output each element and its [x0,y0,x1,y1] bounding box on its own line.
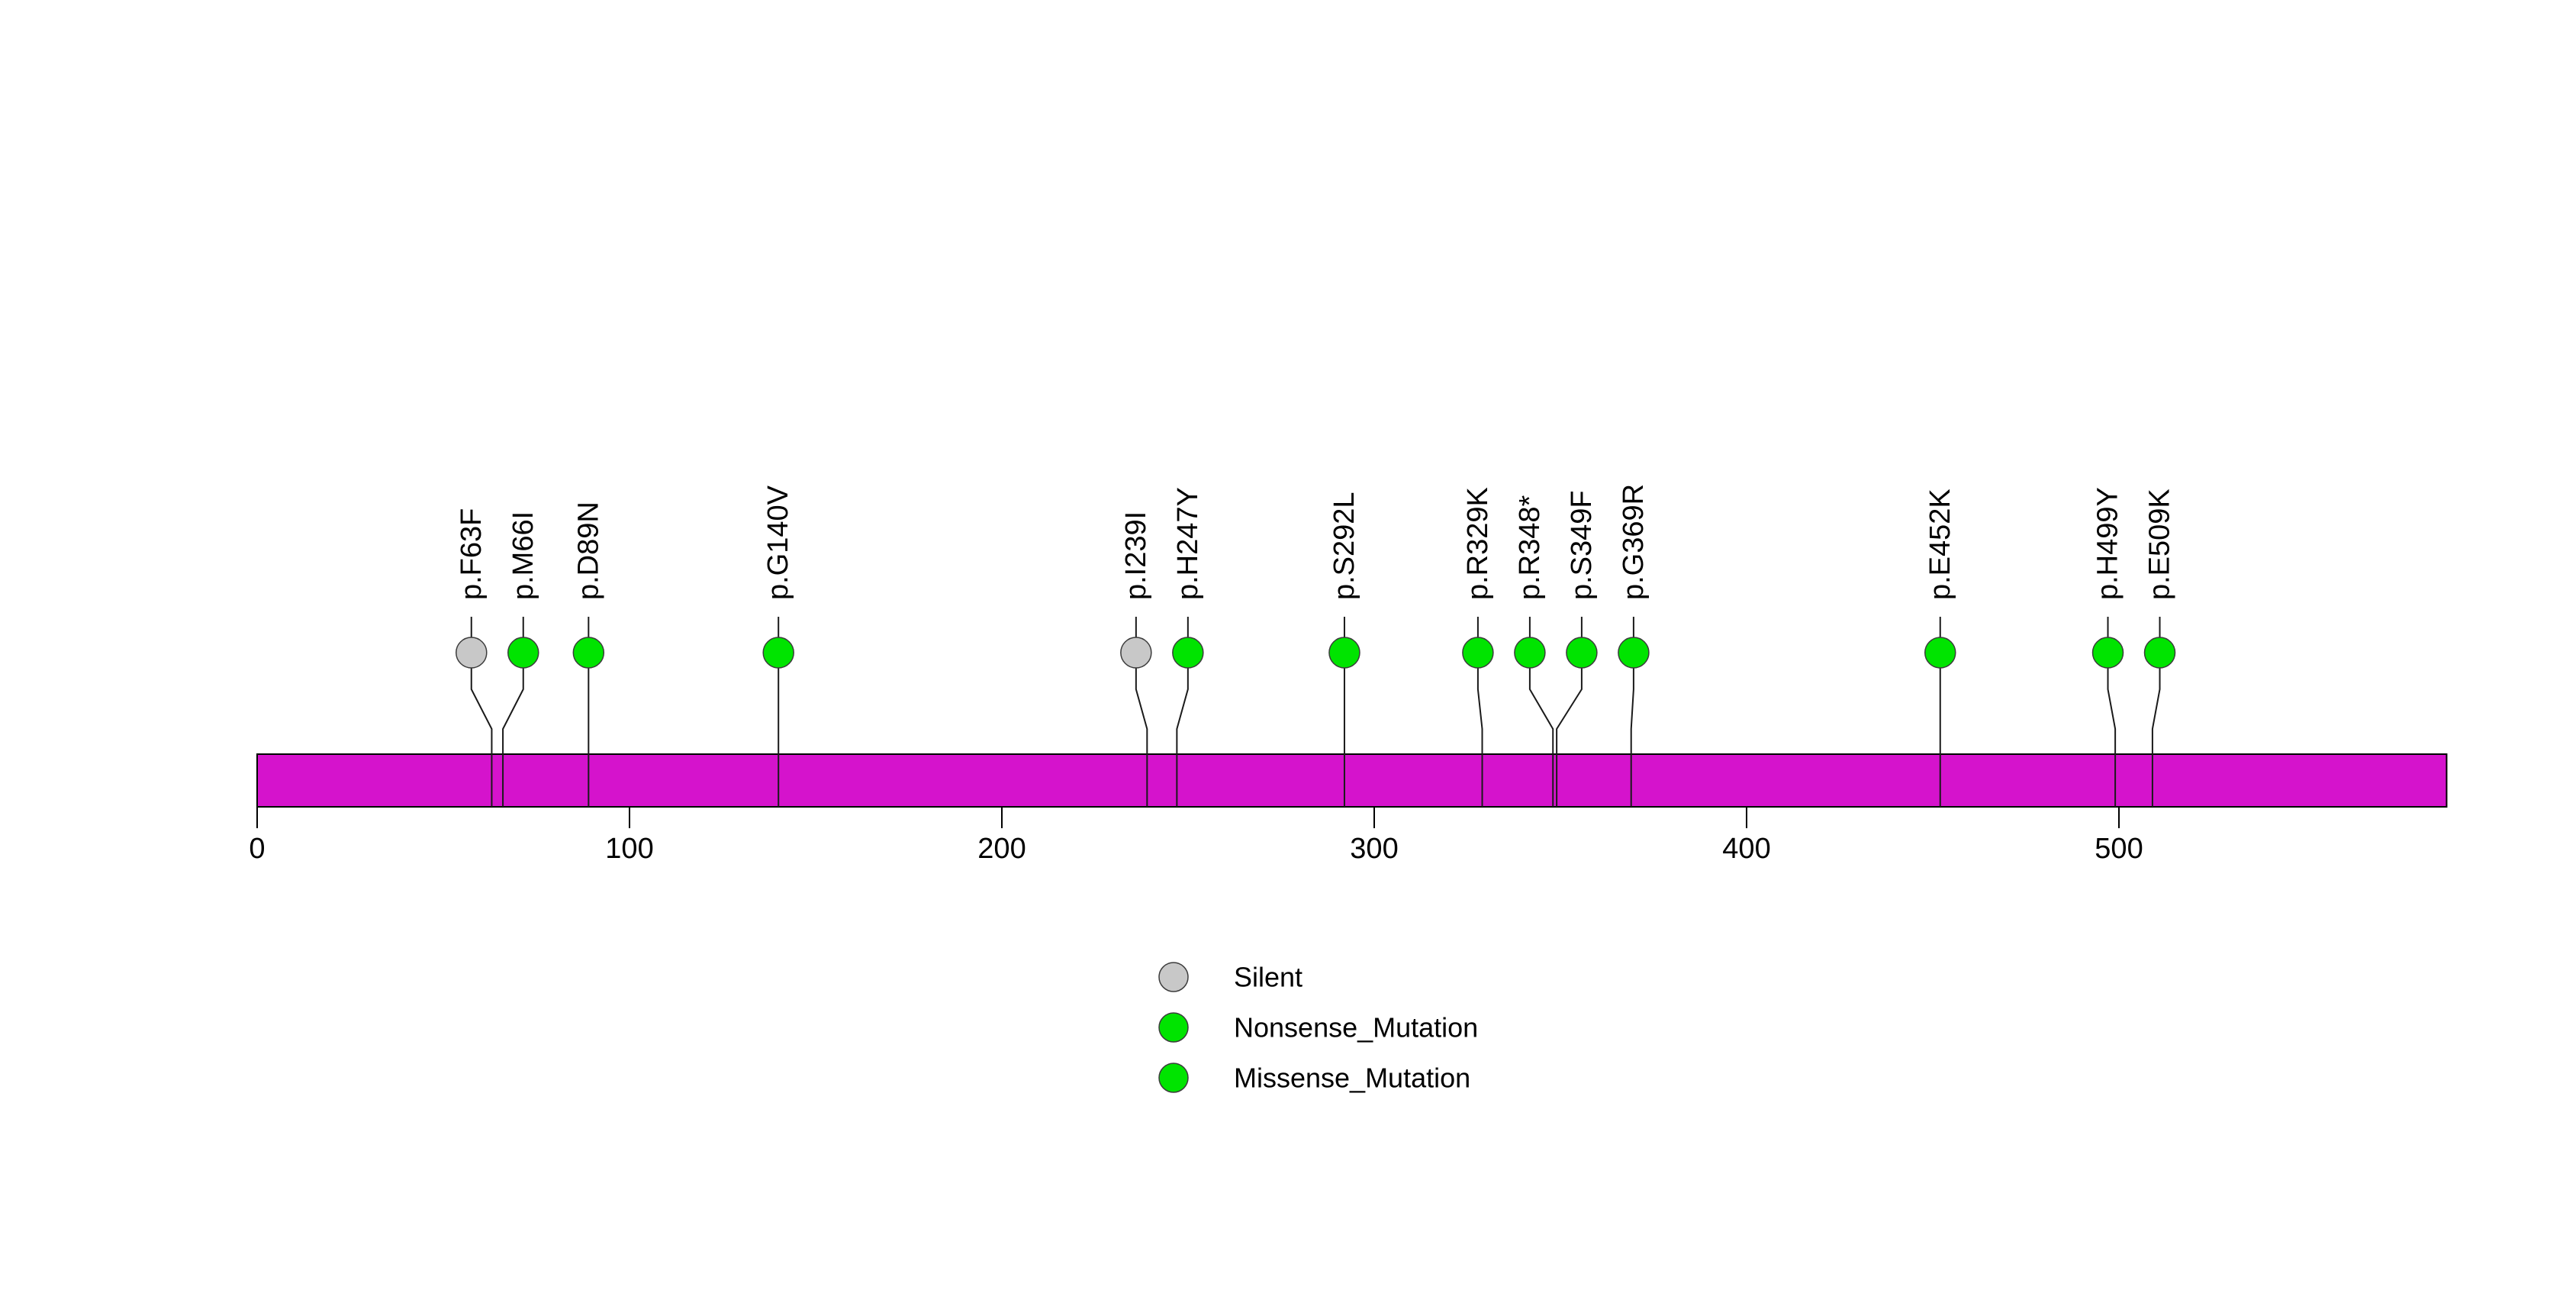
mutation-label: p.G140V [762,485,794,600]
protein-bar [256,753,2448,808]
axis-layer: 0 100 200 300 400 500 [249,807,2143,865]
mutation-circle [1328,637,1360,669]
mutation-circle [762,637,794,669]
mutation-label: p.R348* [1514,495,1546,600]
mutation-label: p.E452K [1924,489,1956,600]
mutation-label: p.R329K [1462,487,1494,600]
legend-label: Missense_Mutation [1234,1063,1470,1094]
mutation-label: p.S292L [1328,492,1360,600]
mutation-label: p.H499Y [2092,487,2124,600]
mutation-circle [1172,637,1204,669]
axis-tick-label: 500 [2095,833,2143,865]
mutation-stem [2151,668,2161,807]
mutation-circle [1462,637,1494,669]
mutation-label: p.I239I [1120,511,1152,600]
mutation-stem [1528,668,1554,807]
axis-tick-label: 200 [977,833,1026,865]
mutation-circle [2143,637,2176,669]
mutation-circle [572,637,605,669]
mutation-circle [1120,637,1152,669]
mutation-stem [502,668,524,807]
mutation-circle [2091,637,2124,669]
mutation-stem [2107,668,2117,807]
mutation-label: p.D89N [572,501,604,600]
mutation-label: p.F63F [456,508,488,600]
legend-swatch-circle [1158,1063,1189,1093]
mutation-stem [470,668,493,807]
mutation-stem [1476,668,1483,807]
axis-tick-label: 400 [1722,833,1770,865]
legend-label: Silent [1234,962,1302,993]
circle-layer [456,637,2176,669]
mutation-label: p.M66I [507,511,539,600]
mutation-circle [456,637,488,669]
axis-tick-label: 100 [605,833,653,865]
mutation-stem [1176,668,1189,807]
legend-label: Nonsense_Mutation [1234,1012,1478,1043]
axis-tick-label: 300 [1350,833,1398,865]
mutation-label: p.H247Y [1172,487,1204,600]
stem-layer [470,617,2161,807]
mutation-circle [1566,637,1598,669]
legend-swatch-circle [1158,1012,1189,1043]
mutation-circle [1514,637,1546,669]
axis-tick-label: 0 [249,833,265,865]
mutation-label: p.S349F [1566,490,1598,600]
mutation-circle [1924,637,1956,669]
mutation-circle [507,637,539,669]
mutation-label: p.G369R [1618,484,1650,600]
legend-swatch-circle [1158,962,1189,992]
mutation-stem [1630,668,1634,807]
mutation-label: p.E509K [2144,489,2176,600]
mutation-circle [1618,637,1650,669]
protein-bar-layer [256,753,2448,808]
mutation-stem [1135,668,1148,807]
mutation-stem [1556,668,1583,807]
label-layer: p.F63F p.M66I p.D89N p.G140V p.I239I p.H247Y p… [456,484,2176,600]
